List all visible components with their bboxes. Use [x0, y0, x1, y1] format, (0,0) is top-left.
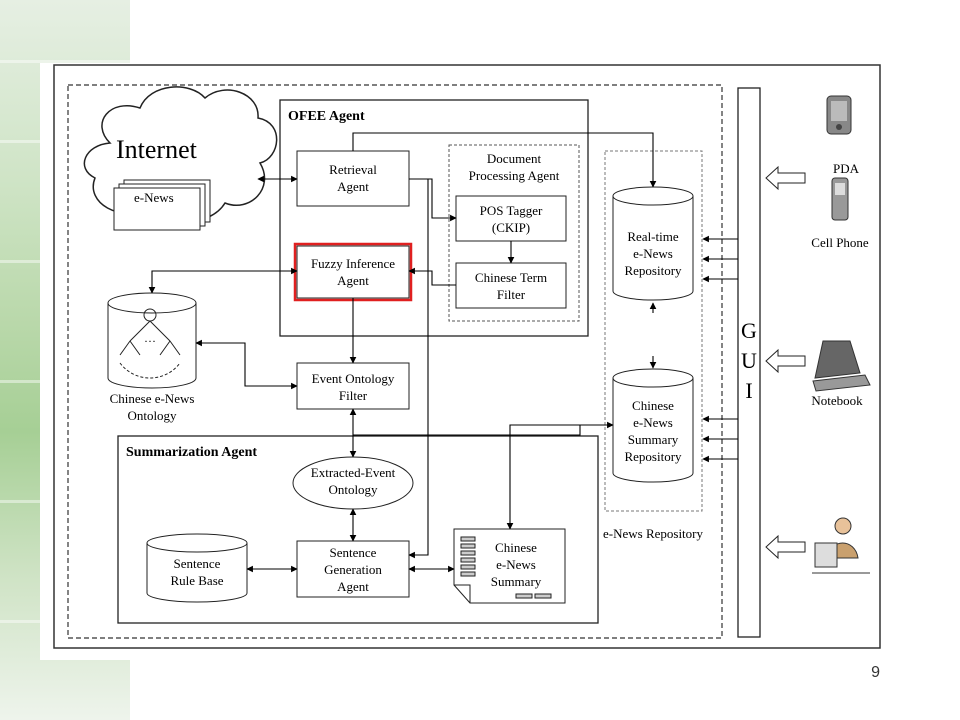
enews-repository-label: e-News Repository	[603, 526, 704, 541]
ofee-agent-box	[279, 99, 589, 337]
pos-tagger-box	[455, 195, 567, 242]
summary-repo-line1: Chinese	[632, 398, 674, 413]
enews-label: e-News	[134, 190, 174, 205]
extracted-event-line2: Ontology	[328, 482, 378, 497]
pda-icon	[826, 95, 852, 135]
fuzzy-inference-agent-box	[296, 245, 410, 299]
realtime-repository-cylinder	[612, 186, 694, 301]
chinese-enews-summary-document	[453, 528, 566, 604]
device-arrows	[765, 165, 806, 560]
event-ontology-filter-box	[296, 362, 410, 410]
user-icon	[812, 517, 870, 574]
sentence-gen-line3: Agent	[337, 579, 369, 594]
notebook-icon	[812, 340, 871, 392]
cell-phone-label: Cell Phone	[811, 235, 869, 250]
sentence-gen-line2: Generation	[324, 562, 382, 577]
extracted-event-line1: Extracted-Event	[311, 465, 396, 480]
slide-number: 9	[871, 664, 880, 681]
summary-doc-line1: Chinese	[495, 540, 537, 555]
summarization-agent-title: Summarization Agent	[126, 445, 257, 460]
rule-base-line1: Sentence	[174, 556, 221, 571]
ofee-agent-title: OFEE Agent	[288, 109, 365, 124]
architecture-diagram-svg: Internet e-News OFEE Agent Retrieval Age…	[53, 64, 881, 649]
chinese-enews-ontology-cylinder: ···	[107, 292, 197, 389]
pos-tagger-line1: POS Tagger	[480, 203, 543, 218]
summary-repo-line4: Repository	[624, 449, 682, 464]
summary-doc-line3: Summary	[491, 574, 542, 589]
chinese-term-filter-box	[455, 262, 567, 309]
system-boundary	[67, 84, 723, 639]
fuzzy-inference-line1: Fuzzy Inference	[311, 256, 395, 271]
summary-repo-line2: e-News	[633, 415, 673, 430]
connectors	[148, 132, 738, 573]
pos-tagger-line2: (CKIP)	[492, 220, 530, 235]
ontology-line1: Chinese e-News	[110, 391, 195, 406]
internet-label: Internet	[116, 135, 198, 164]
enews-repository-region	[604, 150, 703, 512]
realtime-line2: e-News	[633, 246, 673, 261]
event-filter-line1: Event Ontology	[312, 371, 395, 386]
rule-base-line2: Rule Base	[170, 573, 223, 588]
doc-processing-line1: Document	[487, 151, 542, 166]
summary-doc-line2: e-News	[496, 557, 536, 572]
fuzzy-inference-line2: Agent	[337, 273, 369, 288]
realtime-line1: Real-time	[627, 229, 678, 244]
ontology-line2: Ontology	[127, 408, 177, 423]
gui-letter-u: U	[741, 348, 757, 373]
doc-processing-line2: Processing Agent	[469, 168, 560, 183]
architecture-diagram: Internet e-News OFEE Agent Retrieval Age…	[40, 63, 883, 660]
term-filter-line1: Chinese Term	[475, 270, 547, 285]
retrieval-agent-line1: Retrieval	[329, 162, 377, 177]
event-filter-line2: Filter	[339, 388, 368, 403]
sentence-gen-line1: Sentence	[330, 545, 377, 560]
realtime-line3: Repository	[624, 263, 682, 278]
notebook-label: Notebook	[811, 393, 863, 408]
summary-repo-line3: Summary	[628, 432, 679, 447]
retrieval-agent-line2: Agent	[337, 179, 369, 194]
term-filter-line2: Filter	[497, 287, 526, 302]
document-processing-agent-box	[448, 144, 580, 322]
summary-repository-cylinder	[612, 368, 694, 483]
gui-letter-g: G	[741, 318, 757, 343]
gui-letter-i: I	[745, 378, 752, 403]
sentence-rule-base-cylinder	[146, 533, 248, 603]
svg-text:···: ···	[144, 334, 156, 348]
gui-bar	[737, 87, 761, 638]
cell-phone-icon	[831, 177, 849, 221]
outer-frame	[53, 64, 881, 649]
pda-label: PDA	[833, 161, 860, 176]
internet-cloud: Internet e-News	[83, 86, 278, 231]
